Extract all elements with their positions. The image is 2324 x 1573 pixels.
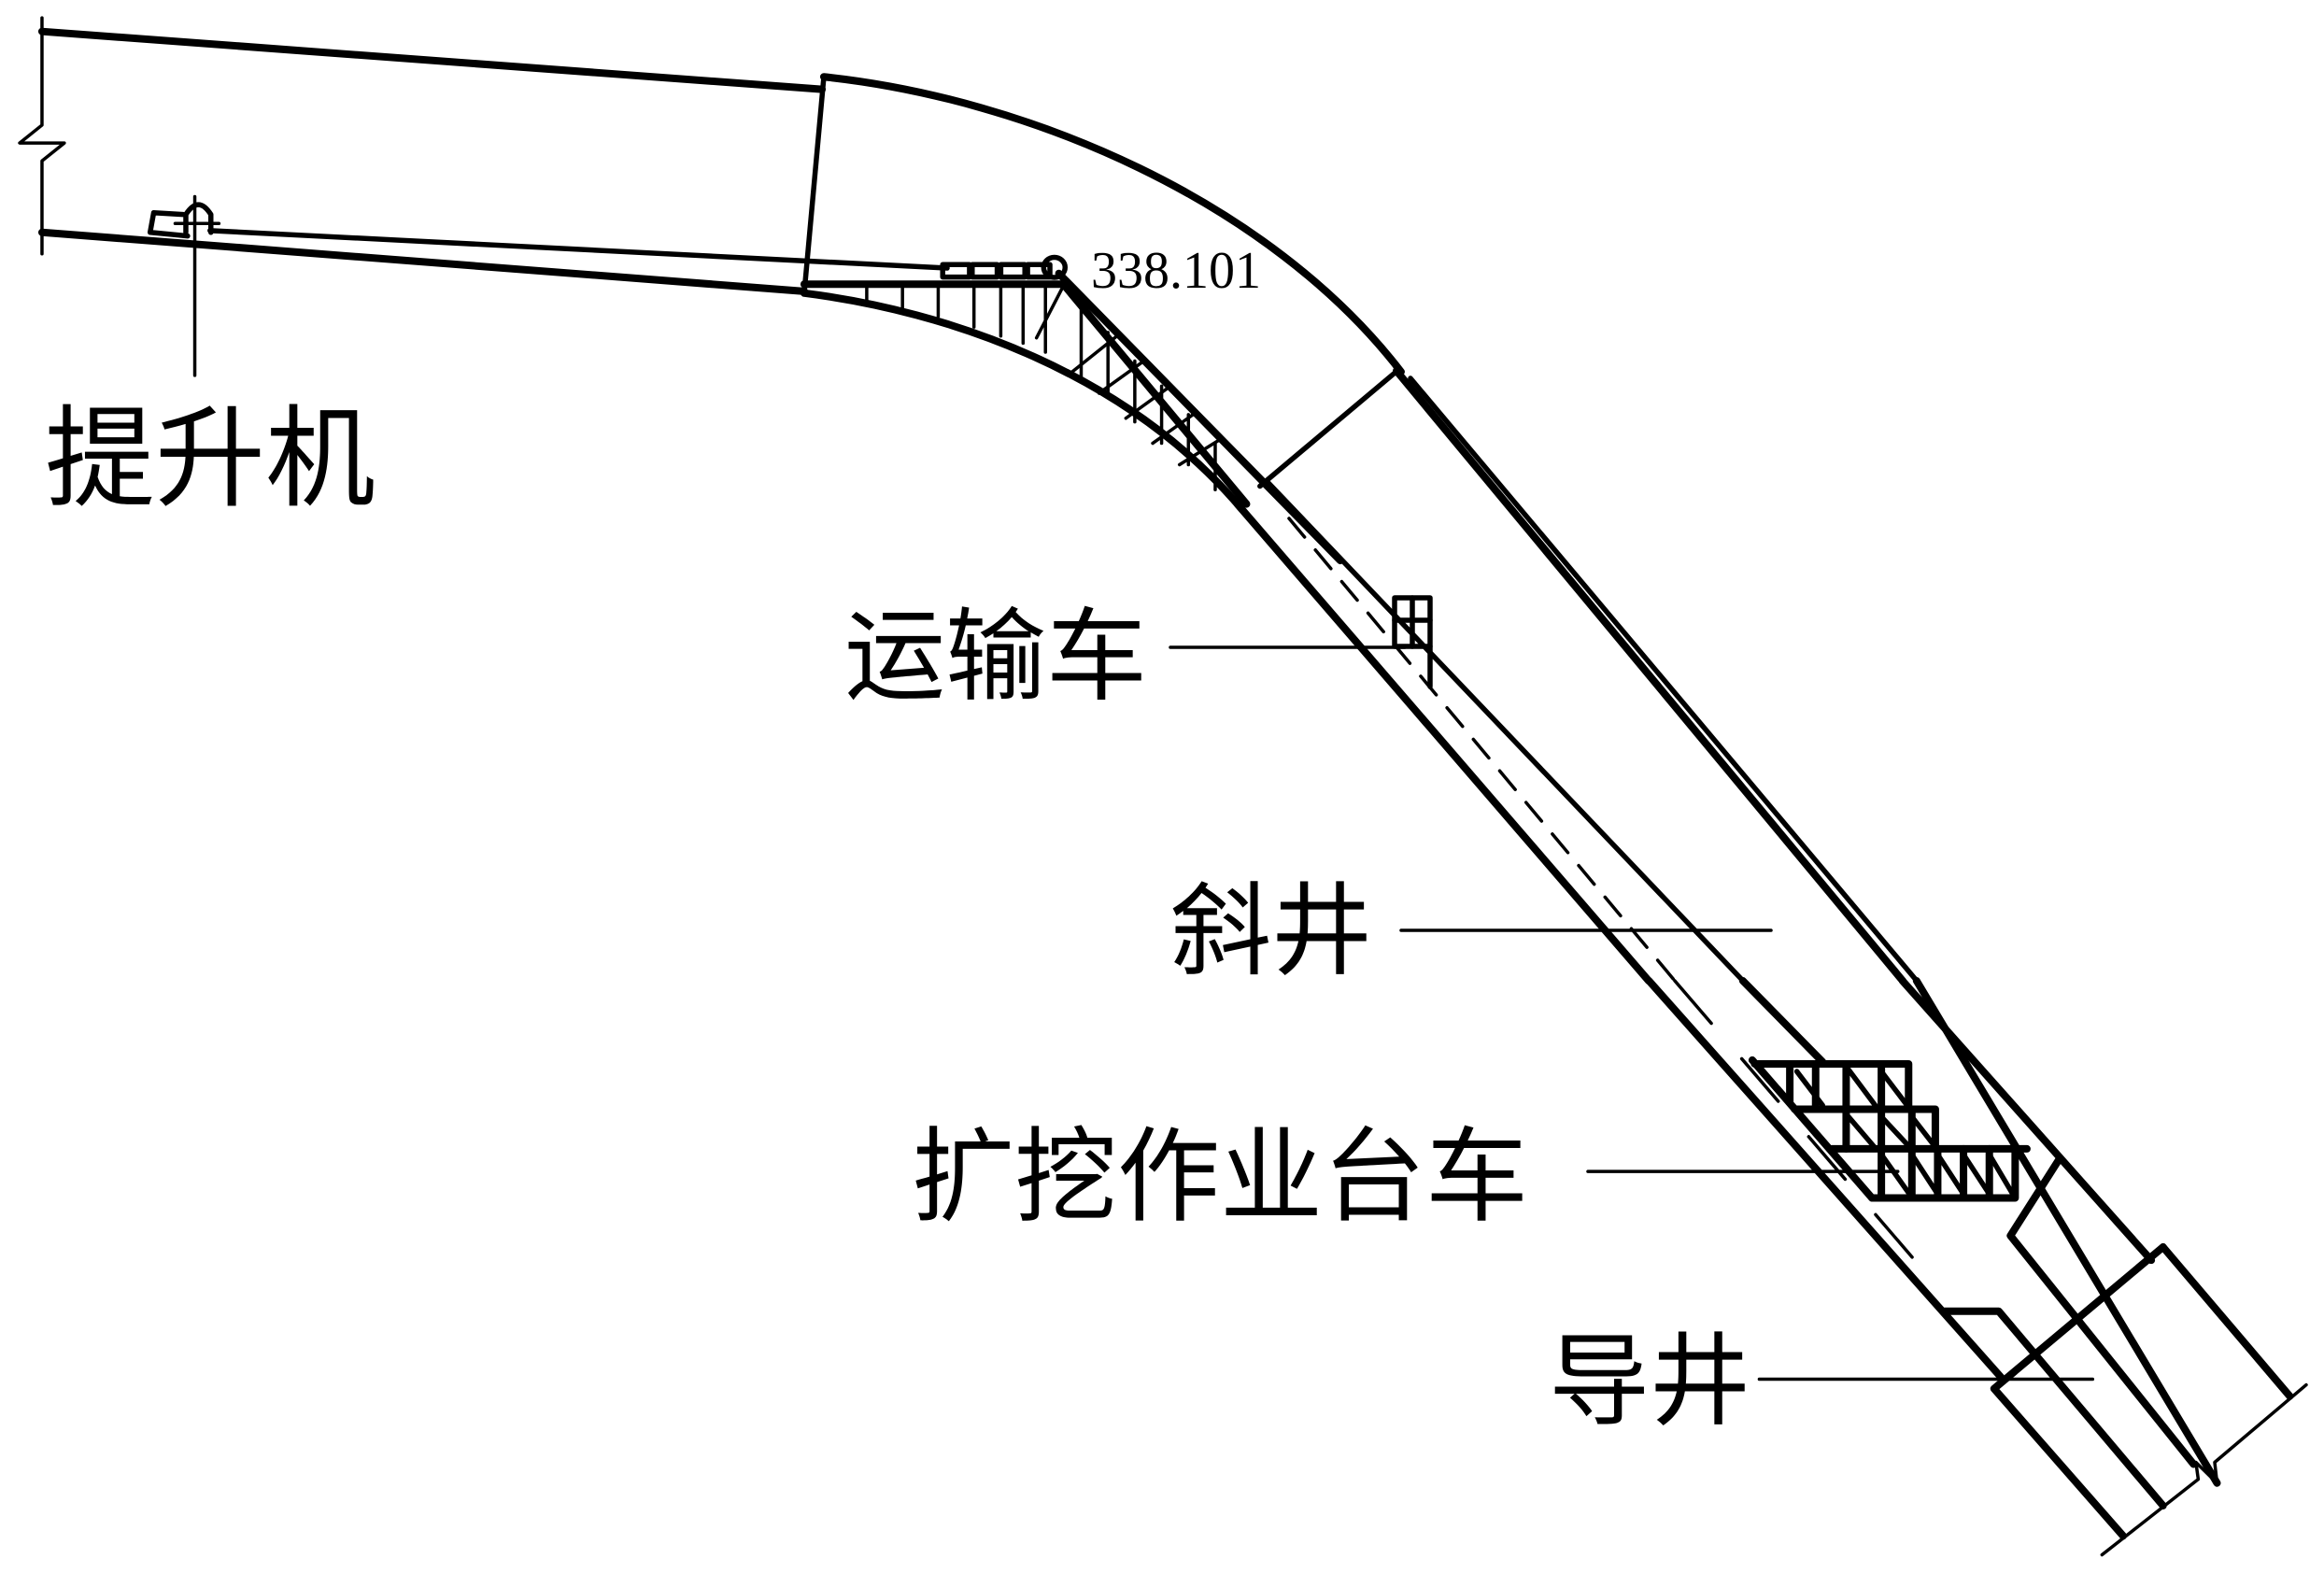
- pulley-icon: [1043, 258, 1065, 277]
- pilot-shaft: [1945, 1158, 2306, 1555]
- label-inclined-shaft: 斜井: [1170, 877, 1372, 988]
- excavation-platform-icon: [1752, 1060, 2027, 1198]
- inclined-shaft-walls: [1238, 371, 1917, 981]
- hoist-icon: [150, 205, 220, 235]
- break-line: [2102, 1385, 2306, 1555]
- outer-curve: [824, 77, 1401, 372]
- label-elevation: 338.101: [1091, 242, 1261, 300]
- upper-tunnel: [20, 18, 1401, 560]
- tunnel-floor-line: [42, 233, 804, 291]
- section-joint-line-2: [1260, 374, 1394, 487]
- break-line: [20, 18, 64, 254]
- hatch-boundary-line: [1063, 284, 1246, 503]
- lower-shaft: [1588, 981, 2306, 1555]
- label-transport-car: 运输车: [844, 602, 1147, 714]
- label-hoist: 提升机: [45, 399, 376, 521]
- hoist-rope: [210, 231, 947, 268]
- tunnel-top-line: [42, 32, 822, 90]
- label-excavation-platform: 扩挖作业台车: [912, 1121, 1528, 1235]
- section-joint-line: [804, 77, 824, 293]
- rail-blocks: [942, 264, 1050, 276]
- transport-car-icon: [1395, 598, 1430, 687]
- label-pilot-shaft: 导井: [1549, 1327, 1750, 1438]
